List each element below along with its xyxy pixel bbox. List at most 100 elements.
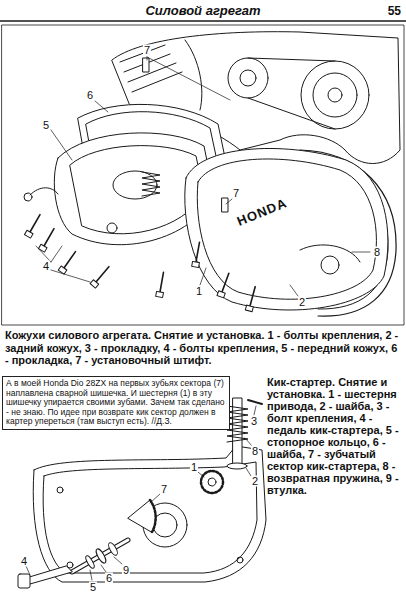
bottom-leader-lines bbox=[254, 406, 256, 415]
figure-caption: Кожухи силового агрегата. Снятие и устан… bbox=[5, 329, 401, 367]
bolt bbox=[90, 280, 99, 288]
engine-body bbox=[120, 45, 182, 92]
bolt bbox=[30, 215, 40, 232]
leader-lines bbox=[51, 270, 90, 282]
bolt bbox=[24, 230, 33, 238]
rear-cover-2 bbox=[185, 148, 388, 310]
bolt bbox=[64, 252, 75, 268]
kick-sector-7 bbox=[150, 500, 156, 532]
figure-caption: Кик-стартер. Снятие и установка. 1 - шес… bbox=[267, 376, 404, 496]
bottom-leader-lines bbox=[198, 472, 204, 477]
callout-number: 6 bbox=[86, 90, 94, 101]
bolt bbox=[196, 242, 199, 262]
engine-body bbox=[301, 61, 369, 129]
bolt bbox=[96, 267, 109, 282]
kick-spindle bbox=[94, 548, 107, 565]
bolt bbox=[44, 229, 54, 246]
kick-spindle bbox=[72, 540, 128, 572]
engine-body bbox=[240, 70, 256, 86]
callout-number: 3 bbox=[250, 416, 258, 427]
callout-number: 4 bbox=[20, 556, 28, 567]
kick-spindle bbox=[72, 540, 128, 572]
callout-number: 2 bbox=[251, 476, 259, 487]
leader-lines bbox=[36, 57, 370, 296]
bolt bbox=[156, 272, 167, 298]
rear-cover-2 bbox=[185, 148, 388, 310]
kick-spring bbox=[142, 172, 160, 196]
crankcase-half bbox=[237, 557, 243, 563]
leader-lines bbox=[147, 57, 230, 100]
kick-pedal-4 bbox=[18, 566, 72, 588]
kick-shaft bbox=[227, 398, 262, 469]
kick-sector-7 bbox=[128, 500, 156, 532]
dowel-pin-7 bbox=[143, 58, 149, 72]
bolt bbox=[24, 213, 43, 238]
bolt bbox=[222, 273, 229, 292]
bolt bbox=[90, 264, 111, 288]
callout-number: 6 bbox=[105, 573, 113, 584]
bottom-leader-lines bbox=[26, 566, 30, 575]
crankcase-half bbox=[67, 562, 73, 568]
header-rule bbox=[0, 21, 406, 22]
callout-number: 7 bbox=[160, 484, 168, 495]
rear-cover-2 bbox=[300, 245, 360, 262]
rear-cover-2 bbox=[321, 256, 339, 274]
bolt bbox=[245, 305, 253, 312]
callout-number: 1 bbox=[190, 462, 198, 473]
leader-lines bbox=[51, 246, 62, 262]
drive-gear-1 bbox=[208, 478, 216, 486]
engine-body bbox=[185, 40, 202, 110]
page-number: 55 bbox=[388, 4, 401, 18]
dowel-pin-7 bbox=[143, 58, 228, 212]
crankcase-half bbox=[33, 446, 266, 582]
callout-number: 9 bbox=[122, 565, 130, 576]
drive-gear-1 bbox=[201, 471, 223, 493]
callout-number: 8 bbox=[373, 247, 381, 258]
crankcase-half bbox=[33, 446, 266, 582]
front-cover-5 bbox=[70, 146, 204, 234]
engine-body bbox=[313, 73, 357, 117]
callout-number: 7 bbox=[232, 188, 240, 199]
note-text: А в моей Honda Dio 28ZX на первых зубьях… bbox=[6, 379, 226, 427]
drive-gear-1 bbox=[201, 471, 223, 493]
callout-number: 7 bbox=[143, 45, 151, 56]
bottom-leader-lines bbox=[150, 494, 160, 503]
bottom-leader-lines bbox=[90, 570, 92, 580]
dowel-pin-7 bbox=[222, 198, 228, 212]
leader-lines bbox=[352, 252, 370, 253]
bolt bbox=[38, 244, 47, 252]
engine-body bbox=[248, 98, 335, 129]
kick-sector-7 bbox=[128, 500, 156, 532]
kick-spindle bbox=[107, 541, 119, 556]
kick-spindle bbox=[72, 540, 128, 572]
leader-lines bbox=[51, 130, 72, 160]
leader-lines bbox=[290, 285, 298, 296]
bolt bbox=[58, 250, 78, 274]
bottom-leader-lines bbox=[101, 565, 106, 572]
kick-pedal-4 bbox=[18, 574, 30, 588]
bolt bbox=[156, 291, 164, 297]
coil bbox=[227, 406, 248, 442]
kick-pedal-4 bbox=[26, 566, 72, 584]
figure-frame bbox=[2, 25, 404, 325]
bolt bbox=[38, 227, 57, 252]
front-cover-5 bbox=[30, 188, 58, 195]
engine-body bbox=[248, 58, 335, 61]
return-spring-8 bbox=[227, 406, 248, 442]
bolt bbox=[217, 272, 232, 298]
page-header: Силовой агрегат bbox=[145, 3, 260, 18]
bottom-leader-lines bbox=[114, 557, 122, 564]
bolts bbox=[24, 213, 258, 312]
header-rule bbox=[0, 20, 406, 22]
bolt bbox=[160, 272, 163, 292]
bolt bbox=[250, 287, 255, 306]
note-box: А в моей Honda Dio 28ZX на первых зубьях… bbox=[2, 376, 230, 430]
leader-lines bbox=[95, 101, 108, 112]
bottom-leader-lines bbox=[26, 406, 256, 580]
callout-number: 2 bbox=[298, 297, 306, 308]
rear-cover-2 bbox=[197, 159, 376, 299]
callout-number: 1 bbox=[195, 286, 203, 297]
leader-lines bbox=[200, 268, 206, 285]
kick-shaft bbox=[227, 463, 247, 469]
